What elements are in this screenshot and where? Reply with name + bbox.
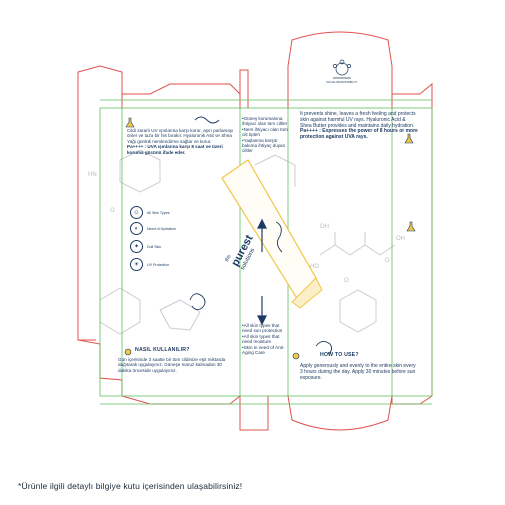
right-highlight-en: Pa++++ : Expresses the power of 8 hours … xyxy=(300,128,418,141)
svg-text:HO: HO xyxy=(310,264,319,270)
hydration-icon: ◐ xyxy=(130,222,143,235)
feature-label: All Skin Types xyxy=(147,210,170,215)
usage-text-en: Apply generously and evenly to the entir… xyxy=(300,363,416,381)
usage-title-en: HOW TO USE? xyxy=(320,352,359,358)
center-bottom-en: •All skin types that need sun protection… xyxy=(242,323,288,355)
usage-title-tr: NASIL KULLANILIR? xyxy=(135,347,190,353)
flask-icons xyxy=(124,117,416,360)
svg-text:O: O xyxy=(110,208,115,214)
svg-text:O: O xyxy=(385,258,390,264)
feature-all-skin-types: ☺ All Skin Types xyxy=(130,206,177,219)
svg-text:HN: HN xyxy=(88,172,97,178)
feature-label: Need of Hydration xyxy=(147,226,176,231)
product-tube xyxy=(221,159,323,309)
center-en-line-2: •All skin types that need moisture xyxy=(242,333,280,345)
dull-skin-icon: ✦ xyxy=(130,240,143,253)
center-top-tr: •Güneş korumasına ihtiyacı olan tüm cilt… xyxy=(242,116,288,154)
svg-text:OH: OH xyxy=(320,224,329,230)
feature-dull-skin: ✦ Dull Skin xyxy=(130,240,161,253)
left-highlight-tr: Pa++++ : UVA ışınlarına karşı 8 saat ve … xyxy=(127,144,223,155)
right-panel-en-text: It prevents shine, leaves a fresh feelin… xyxy=(300,111,418,141)
footer-note: *Ürünle ilgili detaylı bilgiye kutu içer… xyxy=(18,481,243,491)
center-en-line-1: •All skin types that need sun protection xyxy=(242,323,283,334)
doodles xyxy=(189,116,333,355)
feature-need-of-hydration: ◐ Need of Hydration xyxy=(130,222,177,235)
usage-text-tr: Gün içerisinde 3 saatte bir tüm cildiniz… xyxy=(118,357,226,373)
social-responsibility-logo xyxy=(333,59,351,79)
svg-text:O: O xyxy=(344,278,349,284)
uv-protection-icon: ☀ xyxy=(130,258,143,271)
all-skin-types-icon: ☺ xyxy=(130,206,143,219)
feature-label: Dull Skin xyxy=(147,244,162,249)
left-intro-tr: Cildi zararlı UV ışınlarına karşı korur,… xyxy=(127,128,234,144)
center-en-line-3: •Skin in need of Anti-Aging Care xyxy=(242,344,285,356)
molecule-labels: HN O OH OH HO O O xyxy=(88,172,405,284)
center-line-2: •Nem ihtiyacı olan tüm cilt tipleri xyxy=(242,126,288,138)
svg-text:OH: OH xyxy=(396,236,405,242)
feature-uv-protection: ☀ UV Protection xyxy=(130,258,169,271)
center-line-3: •Yaşlanma karşıtı bakıma ihtiyaç duyan c… xyxy=(242,137,286,154)
logo-caption: SOCIAL RESPONSIBILITY xyxy=(326,81,358,84)
fold-lines xyxy=(99,99,433,405)
feature-label: UV Protection xyxy=(147,262,170,267)
left-panel-tr-text: Cildi zararlı UV ışınlarına karşı korur,… xyxy=(127,128,235,155)
center-line-1: •Güneş korumasına ihtiyacı olan tüm cilt… xyxy=(242,116,288,127)
arrows xyxy=(257,218,267,326)
right-intro-en: It prevents shine, leaves a fresh feelin… xyxy=(300,111,416,129)
